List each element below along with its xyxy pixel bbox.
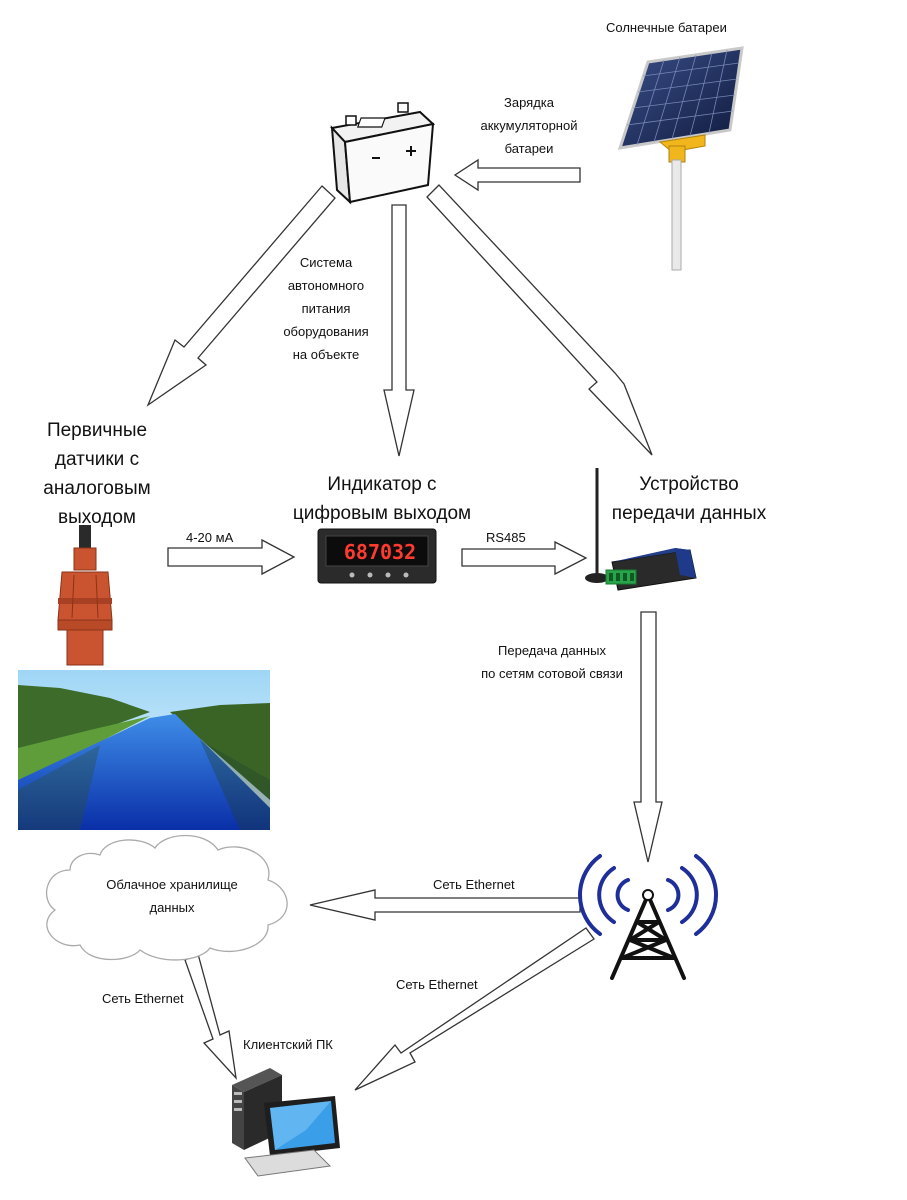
label-line: оборудования: [283, 324, 369, 339]
arrow-device-to-tower: [633, 611, 663, 863]
arrow-solar-to-battery: [453, 158, 581, 192]
label-line: аккумуляторной: [480, 118, 578, 133]
label-solar-panels: Солнечные батареи: [606, 20, 727, 35]
label-line: питания: [301, 301, 351, 316]
label-data-device: Устройство передачи данных: [594, 470, 784, 528]
solar-panel-icon: [617, 46, 744, 271]
label-line: Зарядка: [504, 95, 554, 110]
label-autonomous-power: Система автономного питания оборудования…: [263, 251, 389, 366]
label-ethernet-cloud-client: Сеть Ethernet: [102, 991, 184, 1006]
arrow-battery-to-sensors: [146, 185, 336, 407]
cell-tower-icon: [577, 854, 719, 980]
battery-icon: [330, 102, 436, 205]
label-line: передачи данных: [611, 503, 767, 524]
label-line: батареи: [504, 141, 554, 156]
arrow-tower-to-client: [354, 927, 595, 1091]
label-line: датчики с: [54, 449, 140, 470]
label-cellular-transfer: Передача данных по сетям сотовой связи: [452, 639, 652, 685]
label-primary-sensors: Первичные датчики с аналоговым выходом: [22, 416, 172, 532]
label-battery-charging: Зарядка аккумуляторной батареи: [454, 91, 604, 160]
arrow-cloud-to-client: [184, 953, 237, 1081]
sensor-icon: [57, 525, 113, 666]
label-line: автономного: [287, 278, 365, 293]
label-client-pc: Клиентский ПК: [243, 1037, 333, 1052]
modem-icon: [585, 468, 697, 591]
label-line: данных: [149, 900, 195, 915]
river-photo: [18, 670, 270, 830]
label-ethernet-cloud: Сеть Ethernet: [433, 877, 515, 892]
label-line: Передача данных: [498, 643, 606, 658]
arrow-indicator-to-device: [461, 540, 588, 576]
label-line: Устройство: [639, 474, 739, 495]
label-line: Индикатор с: [327, 474, 437, 495]
label-line: аналоговым: [43, 478, 151, 499]
label-cloud-storage: Облачное хранилище данных: [92, 873, 252, 919]
computer-icon: [232, 1068, 340, 1177]
label-line: Первичные: [46, 420, 148, 441]
arrow-battery-to-device: [426, 184, 653, 456]
label-rs485: RS485: [486, 530, 526, 545]
indicator-icon: 687032: [317, 528, 437, 584]
label-line: Облачное хранилище: [106, 877, 238, 892]
label-4-20ma: 4-20 мА: [186, 530, 234, 545]
arrow-tower-to-cloud: [309, 889, 581, 921]
label-indicator: Индикатор с цифровым выходом: [272, 470, 492, 528]
display-readout: 687032: [344, 540, 416, 564]
label-line: Система: [299, 255, 353, 270]
arrow-sensor-to-indicator: [167, 538, 296, 576]
label-line: выходом: [58, 507, 136, 528]
label-line: цифровым выходом: [292, 503, 472, 524]
label-line: на объекте: [292, 347, 360, 362]
label-line: по сетям сотовой связи: [481, 666, 623, 681]
cloud-icon: [46, 834, 288, 961]
arrow-battery-to-indicator: [383, 204, 415, 457]
label-ethernet-client: Сеть Ethernet: [396, 977, 478, 992]
